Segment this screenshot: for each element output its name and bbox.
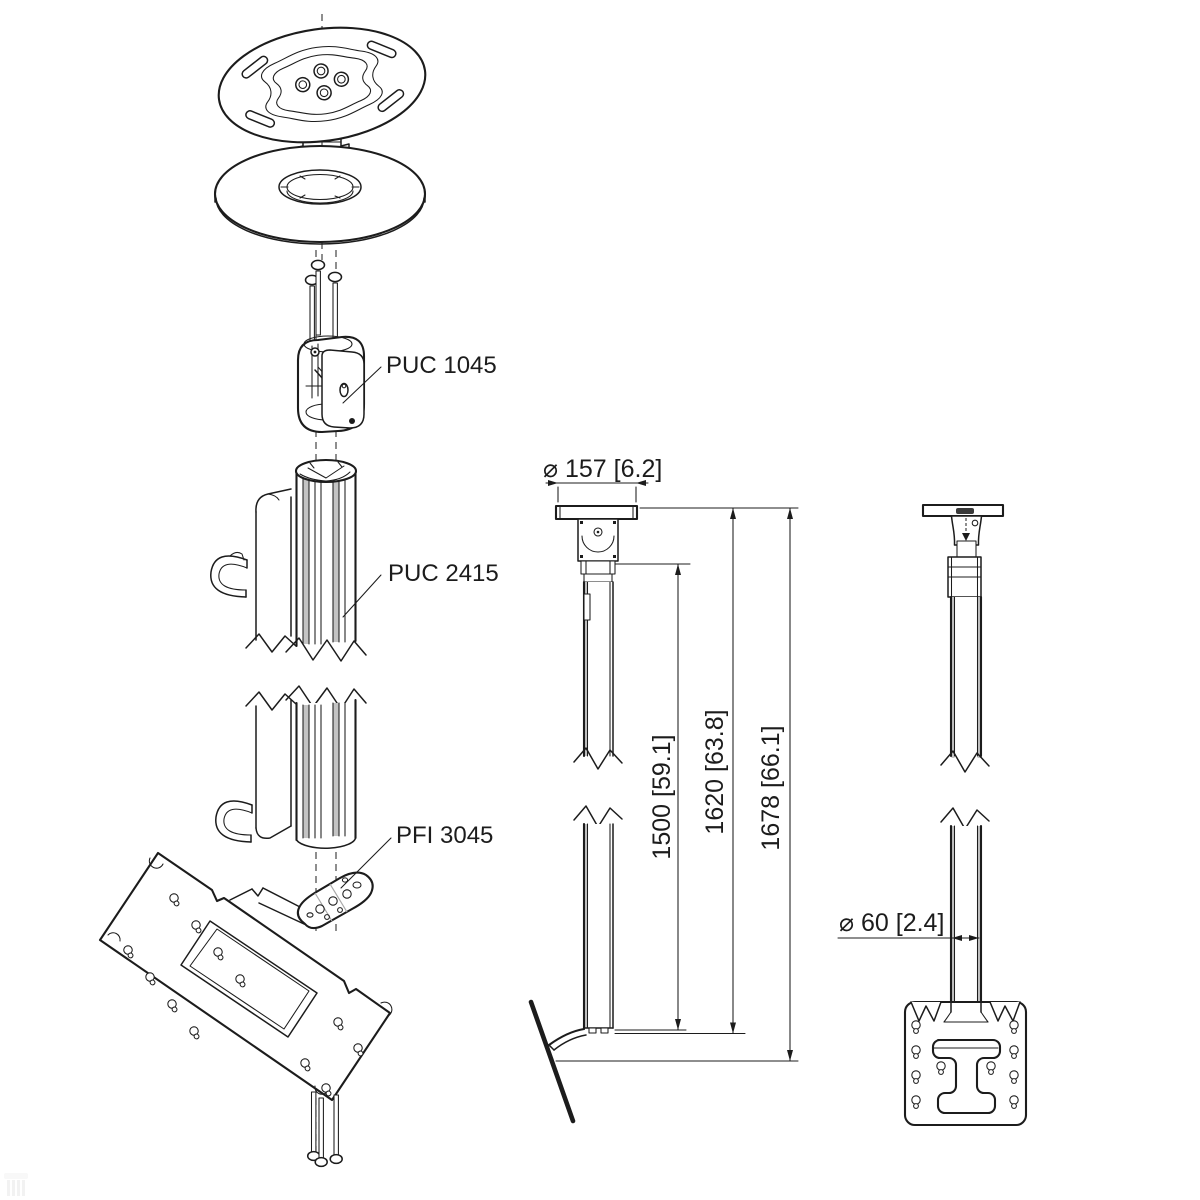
break-line [573, 747, 623, 770]
coupler-puc-1045 [296, 335, 366, 434]
label-pfi-3045: PFI 3045 [340, 822, 493, 889]
side-ceiling-plate [921, 503, 1005, 518]
dim-text-plate-diameter: ⌀ 157 [6.2] [543, 455, 662, 483]
dim-mount-length: 1620 [63.8] [701, 507, 736, 1035]
dim-pole-length: 1500 [59.1] [648, 563, 681, 1031]
watermark [4, 1173, 28, 1196]
screws-bottom [306, 1091, 343, 1168]
side-view: ⌀ 60 [2.4] [837, 503, 1028, 1127]
break-line [285, 685, 367, 710]
break-line [245, 691, 297, 711]
plate-notch [989, 1001, 1021, 1022]
screw [306, 1091, 321, 1162]
label-puc-2415: PUC 2415 [342, 560, 499, 618]
break-line [245, 633, 297, 653]
pole-puc-2415 [285, 458, 367, 849]
plate-center-detail [956, 508, 974, 514]
dim-plate-diameter: ⌀ 157 [6.2] [543, 455, 662, 503]
ceiling-cover-disc [213, 144, 427, 245]
dim-text-mount-length: 1620 [63.8] [701, 709, 729, 834]
plate-slot [366, 40, 397, 59]
dim-pole-diameter: ⌀ 60 [2.4] [837, 909, 980, 941]
plate-slot [377, 89, 405, 113]
break-line [573, 805, 623, 828]
side-coupler [950, 515, 983, 558]
plate-slot [241, 55, 269, 79]
screw [329, 1094, 343, 1165]
front-coupler [577, 518, 619, 583]
exploded-view: PUC 1045 PUC 2415 PFI 3045 [98, 14, 499, 1168]
part-label-text: PUC 2415 [388, 560, 499, 587]
break-line [285, 637, 367, 662]
front-tilt-bracket [547, 1027, 746, 1051]
plate-window [180, 920, 318, 1038]
plate-slot [245, 110, 276, 128]
dim-text-total-length: 1678 [66.1] [757, 725, 785, 850]
dim-text-pole-diameter: ⌀ 60 [2.4] [839, 909, 944, 937]
front-view: ⌀ 157 [6.2] 1500 [59.1] 1620 [63.8] 1678… [528, 455, 799, 1124]
break-line [940, 750, 990, 773]
front-ceiling-plate [554, 504, 639, 521]
dim-text-pole-length: 1500 [59.1] [648, 734, 676, 859]
bracket-tongue-pfi-3045 [229, 871, 374, 930]
screws-top [304, 259, 343, 351]
plate-notch [910, 1001, 942, 1022]
tv-screen-profile [528, 999, 576, 1124]
plate-bolts [295, 63, 350, 101]
side-pole [940, 595, 990, 1024]
side-collar [947, 556, 982, 598]
part-label-text: PUC 1045 [386, 352, 497, 379]
screw [327, 271, 343, 348]
clamp-upper [210, 551, 248, 598]
vesa-plate-pfi-3045 [98, 851, 393, 1102]
front-pole [573, 580, 623, 1034]
side-vesa-plate [903, 1000, 1028, 1127]
dim-total-length: 1678 [66.1] [757, 507, 793, 1062]
rail-profile [931, 1038, 1002, 1115]
screw [310, 259, 326, 336]
pole-cover-strip [245, 488, 297, 840]
clamp-lower [215, 800, 253, 843]
label-puc-1045: PUC 1045 [342, 352, 497, 404]
ceiling-plate-exploded [217, 26, 427, 144]
part-label-text: PFI 3045 [396, 822, 493, 849]
screw [314, 1097, 328, 1168]
